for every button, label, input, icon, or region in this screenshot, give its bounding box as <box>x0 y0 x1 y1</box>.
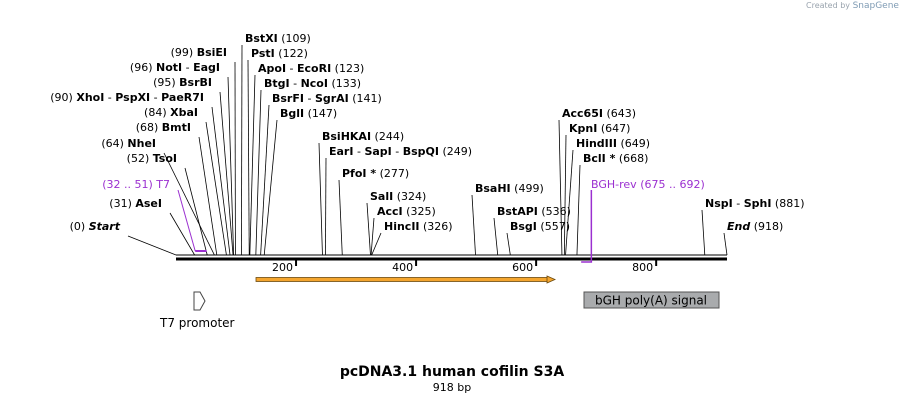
ruler-tick-label: 400 <box>392 261 413 274</box>
site-connector <box>370 217 375 256</box>
site-connector <box>260 104 270 256</box>
site-connector <box>366 202 371 256</box>
site-connector <box>163 152 215 256</box>
site-connector <box>565 149 574 256</box>
site-connector <box>371 232 382 256</box>
site-label: BstAPI (536) <box>497 205 571 218</box>
site-connector <box>701 209 706 256</box>
site-label: (31) AseI <box>109 197 162 210</box>
site-label: HindIII (649) <box>576 137 650 150</box>
site-connector <box>127 235 177 256</box>
site-connector <box>506 232 511 256</box>
site-label: NspI - SphI (881) <box>705 197 805 210</box>
site-label: BsiHKAI (244) <box>322 130 404 143</box>
site-label: (52) TsoI <box>127 152 177 165</box>
site-label: PfoI * (277) <box>342 167 409 180</box>
site-connector <box>211 106 231 256</box>
site-connector <box>325 157 327 256</box>
feature-label-t7-promoter: T7 promoter <box>159 316 235 330</box>
site-label: SalI (324) <box>370 190 426 203</box>
site-connector <box>219 91 234 256</box>
feature-box-bgh-polya <box>583 291 720 309</box>
promoter-arrow-icon <box>193 291 206 311</box>
primer-bgh-rev-bar <box>581 190 593 263</box>
site-label: Acc65I (643) <box>562 107 636 120</box>
site-connector <box>247 59 250 256</box>
ruler-tick-label: 800 <box>632 261 653 274</box>
site-connector <box>255 89 262 256</box>
site-connector <box>205 121 227 256</box>
site-label: BsaHI (499) <box>475 182 544 195</box>
site-label: BtgI - NcoI (133) <box>264 77 361 90</box>
site-label: End (918) <box>727 220 783 233</box>
primer-t7-label: (32 .. 51) T7 <box>102 178 170 191</box>
site-label: ApoI - EcoRI (123) <box>258 62 364 75</box>
ruler-tick-label: 600 <box>512 261 533 274</box>
site-label: EarI - SapI - BspQI (249) <box>329 145 472 158</box>
site-connector <box>249 74 256 256</box>
site-label: (96) NotI - EagI <box>130 61 220 74</box>
site-connector <box>471 194 476 256</box>
site-label: (84) XbaI <box>144 106 198 119</box>
site-connector <box>227 76 235 256</box>
site-connector <box>169 212 195 256</box>
orf-feature-arrowhead <box>546 275 556 284</box>
snapgene-logo: SnapGene <box>852 1 899 11</box>
site-connector <box>263 119 278 256</box>
site-connector <box>338 179 343 256</box>
site-connector <box>493 217 499 256</box>
site-connector <box>241 44 243 256</box>
site-label: KpnI (647) <box>569 122 630 135</box>
map-length: 918 bp <box>432 381 472 394</box>
site-connector <box>576 164 581 256</box>
site-label: (90) XhoI - PspXI - PaeR7I <box>50 91 204 104</box>
snapgene-branding: Created by SnapGene <box>806 1 899 11</box>
feature-label-bgh-polya: bGH poly(A) signal <box>595 294 707 308</box>
site-label: PstI (122) <box>251 47 308 60</box>
ruler-tick-label: 200 <box>272 261 293 274</box>
site-label: AccI (325) <box>377 205 436 218</box>
map-title: pcDNA3.1 human cofilin S3A <box>339 364 565 380</box>
site-label: BsrFI - SgrAI (141) <box>272 92 382 105</box>
site-connector <box>563 134 567 256</box>
site-label: (95) BsrBI <box>153 76 212 89</box>
site-connector <box>184 167 208 256</box>
site-connector <box>558 119 563 256</box>
branding-prefix: Created by <box>806 1 851 10</box>
site-label: (99) BsiEI <box>171 46 227 59</box>
site-label: HincII (326) <box>384 220 453 233</box>
site-label: BstXI (109) <box>245 32 311 45</box>
site-label: BclI * (668) <box>583 152 648 165</box>
site-connector <box>318 142 323 256</box>
primer-bgh-rev-label: BGH-rev (675 .. 692) <box>591 178 705 191</box>
site-label: BglI (147) <box>280 107 337 120</box>
site-connector <box>198 136 218 256</box>
site-label: (0) Start <box>70 220 121 233</box>
site-connector <box>723 232 728 256</box>
primer-t7-connector <box>177 189 196 252</box>
orf-feature-bar <box>255 277 549 282</box>
site-label: (68) BmtI <box>136 121 191 134</box>
site-label: (64) NheI <box>101 137 156 150</box>
